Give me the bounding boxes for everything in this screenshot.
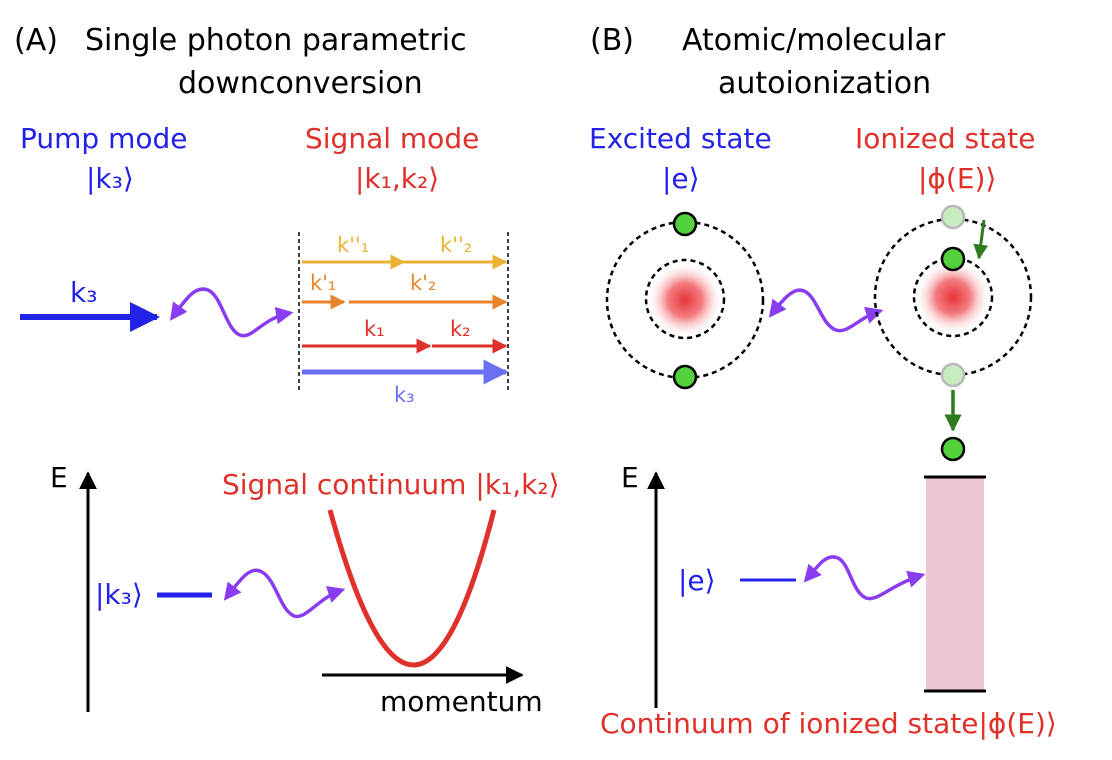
atom-ionized-nucleus xyxy=(915,259,991,335)
panel-b-letter: (B) xyxy=(590,23,634,58)
panel-a-letter: (A) xyxy=(14,23,58,58)
atom-excited-inner-orbit xyxy=(644,258,726,340)
ionized-continuum-label: Continuum of ionized state|ϕ(E)⟩ xyxy=(600,707,1057,740)
atom-excited-outer-orbit xyxy=(605,220,765,380)
pump-level-ket: |k₃⟩ xyxy=(95,578,143,611)
k1-label: k₁ xyxy=(364,317,385,341)
panel-a-title-line1: Single photon parametric xyxy=(85,23,467,58)
k2-double-prime-label: k''₂ xyxy=(440,233,472,257)
excited-level-ket: |e⟩ xyxy=(678,564,716,597)
energy-axis-a-label: E xyxy=(50,461,68,494)
electron-ejected xyxy=(940,436,966,462)
photon-wave-b-top xyxy=(768,288,884,333)
photon-wave-a-top xyxy=(169,287,294,338)
panel-b-title-line2: autoionization xyxy=(718,66,931,101)
atom-ionized-outer-orbit xyxy=(873,217,1033,377)
k2-prime-label: k'₂ xyxy=(410,271,436,295)
panel-a-title-line2: downconversion xyxy=(178,66,423,101)
panel-b-title-line1: Atomic/molecular xyxy=(682,23,946,58)
energy-axis-b-label: E xyxy=(621,461,639,494)
electron-excited-top xyxy=(672,211,698,237)
atom-excited-nucleus xyxy=(647,262,723,338)
pump-arrow-label: k₃ xyxy=(70,276,97,309)
electron-excited-bottom xyxy=(672,364,698,390)
signal-mode-ket: |k₁,k₂⟩ xyxy=(355,162,439,195)
signal-continuum-parabola xyxy=(327,509,497,668)
k1-double-prime-label: k''₁ xyxy=(337,233,369,257)
momentum-axis-label: momentum xyxy=(380,685,543,718)
signal-mode-title: Signal mode xyxy=(305,122,479,155)
signal-continuum-label: Signal continuum |k₁,k₂⟩ xyxy=(222,468,560,501)
electron-ghost-bottom xyxy=(940,362,966,388)
photon-wave-a-bottom xyxy=(223,568,346,619)
pump-mode-ket: |k₃⟩ xyxy=(86,162,134,195)
ionized-state-title: Ionized state xyxy=(855,122,1035,155)
k2-label: k₂ xyxy=(450,317,471,341)
pump-mode-title: Pump mode xyxy=(20,122,188,155)
electron-transition-arrow xyxy=(973,219,989,260)
photon-wave-b-bottom xyxy=(803,555,926,601)
ionized-continuum-band xyxy=(926,477,984,691)
electron-ionized-inner xyxy=(940,246,966,272)
excited-state-title: Excited state xyxy=(589,122,772,155)
ionized-state-ket: |ϕ(E)⟩ xyxy=(918,162,996,195)
k3-reference-label: k₃ xyxy=(394,383,415,407)
excited-state-ket: |e⟩ xyxy=(662,162,700,195)
k1-prime-label: k'₁ xyxy=(310,271,336,295)
electron-ghost-top xyxy=(940,204,966,230)
